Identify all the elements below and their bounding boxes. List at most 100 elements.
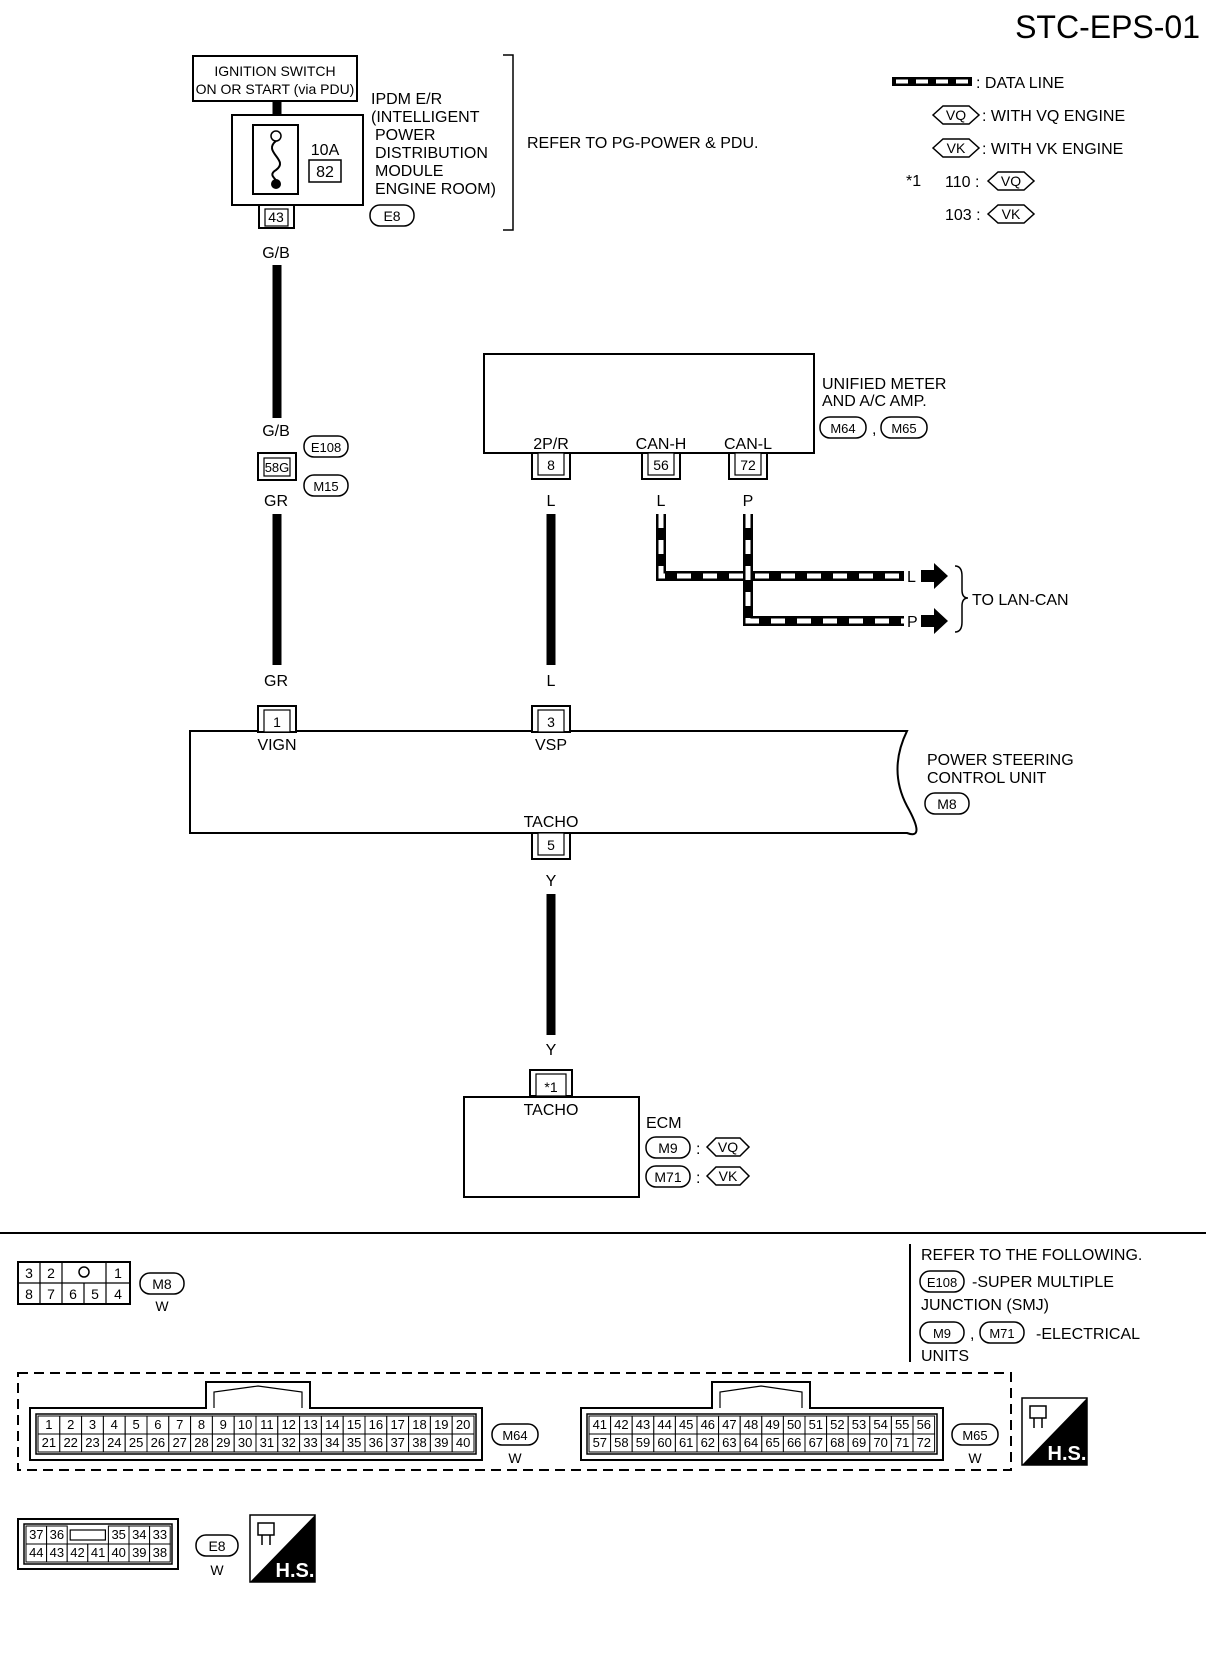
junction-badge-m15: M15 xyxy=(303,474,349,497)
connector-pin-number: 63 xyxy=(722,1435,736,1450)
connector-e8-badge: E8 xyxy=(195,1534,239,1557)
connector-pin-number: 4 xyxy=(111,1417,118,1432)
connector-pin-number: 51 xyxy=(809,1417,823,1432)
ecm-vk-hex-icon: VK xyxy=(705,1166,751,1186)
connector-m8-badge: M8 xyxy=(139,1272,185,1295)
connector-m8: 3 2 1 8 7 6 5 4 xyxy=(17,1261,131,1305)
connector-pin-number: 64 xyxy=(744,1435,758,1450)
connector-m65-color: W xyxy=(968,1450,982,1466)
svg-text:E8: E8 xyxy=(208,1538,225,1554)
connector-pin-number: 72 xyxy=(917,1435,931,1450)
connector-pin-number: 20 xyxy=(456,1417,470,1432)
wire-l-meter-bottom: L xyxy=(547,673,556,690)
junction-58g: 58G xyxy=(257,452,297,481)
pscu-vsp-label: VSP xyxy=(535,737,567,754)
connector-pin-number: 41 xyxy=(91,1545,105,1560)
ipdm-line1: IPDM E/R xyxy=(371,91,442,108)
connector-pin-number: 60 xyxy=(657,1435,671,1450)
ipdm-bracket xyxy=(503,54,514,231)
connector-pin-number: 42 xyxy=(614,1417,628,1432)
connector-pin-number: 22 xyxy=(63,1435,77,1450)
connector-pin-number: 36 xyxy=(50,1527,64,1542)
connector-m65-badge: M65 xyxy=(951,1423,999,1446)
m64-m65-dashed-frame xyxy=(17,1372,1012,1471)
connector-pin-number: 13 xyxy=(303,1417,317,1432)
connector-pin-number: 67 xyxy=(809,1435,823,1450)
legend-vq-hex-icon: VQ xyxy=(931,105,981,125)
connector-pin-number: 40 xyxy=(111,1545,125,1560)
svg-text:VK: VK xyxy=(947,140,966,156)
can-h-data-line xyxy=(656,514,904,581)
refer-badge-m9: M9 xyxy=(919,1321,965,1344)
svg-text:VQ: VQ xyxy=(946,107,966,123)
svg-text:VK: VK xyxy=(1002,206,1021,222)
connector-pin-number: 37 xyxy=(390,1435,404,1450)
wire-gr-bottom: GR xyxy=(264,673,288,690)
svg-text:6: 6 xyxy=(69,1286,77,1302)
connector-pin-number: 25 xyxy=(129,1435,143,1450)
legend-star1-vk-value: 103 : xyxy=(945,207,981,224)
pscu-line1: POWER STEERING xyxy=(927,752,1074,769)
pscu-box xyxy=(189,730,918,836)
ecm-terminal: *1 xyxy=(529,1069,573,1097)
svg-text:M9: M9 xyxy=(658,1140,678,1156)
connector-pin-number: 19 xyxy=(434,1417,448,1432)
connector-m8-color: W xyxy=(155,1298,169,1314)
svg-text:VK: VK xyxy=(719,1168,738,1184)
wire-can-l: L xyxy=(657,493,666,510)
connector-pin-number: 59 xyxy=(636,1435,650,1450)
legend-data-line-sample xyxy=(892,77,972,86)
connector-e8-color: W xyxy=(210,1562,224,1578)
connector-pin-number: 42 xyxy=(70,1545,84,1560)
pscu-terminal-3: 3 xyxy=(531,705,571,733)
page-code: STC-EPS-01 xyxy=(1015,9,1200,45)
connector-pin-number: 44 xyxy=(657,1417,671,1432)
junction-badge-e108: E108 xyxy=(303,435,349,458)
svg-text:1: 1 xyxy=(273,714,281,730)
connector-pin-number: 62 xyxy=(701,1435,715,1450)
legend: : DATA LINE VQ : WITH VQ ENGINE VK : WIT… xyxy=(892,75,1125,224)
connector-pin-number: 2 xyxy=(67,1417,74,1432)
ipdm-line2: (INTELLIGENT xyxy=(371,109,480,126)
svg-text:E108: E108 xyxy=(311,440,341,455)
svg-text:56: 56 xyxy=(653,457,669,473)
connector-pin-number: 43 xyxy=(50,1545,64,1560)
connector-pin-number: 50 xyxy=(787,1417,801,1432)
connector-pin-number: 41 xyxy=(593,1417,607,1432)
connector-pin-number: 58 xyxy=(614,1435,628,1450)
svg-text:E8: E8 xyxy=(383,208,400,224)
hs-badge-icon: H.S. xyxy=(1021,1397,1088,1466)
wire-can-p: P xyxy=(743,493,754,510)
connector-pin-number: 39 xyxy=(132,1545,146,1560)
connector-pin-number: 16 xyxy=(369,1417,383,1432)
connector-pin-number: 31 xyxy=(260,1435,274,1450)
svg-text:2: 2 xyxy=(47,1265,55,1281)
ipdm-line4: DISTRIBUTION xyxy=(375,145,488,162)
svg-text:M64: M64 xyxy=(502,1428,527,1443)
connector-pin-number: 18 xyxy=(412,1417,426,1432)
connector-blank-plate xyxy=(69,1529,106,1541)
wire-arrow-p: P xyxy=(907,614,918,631)
pscu-tacho-label: TACHO xyxy=(524,814,579,831)
connector-pin-number: 12 xyxy=(281,1417,295,1432)
connector-pin-number: 1 xyxy=(45,1417,52,1432)
ipdm-terminal-43: 43 xyxy=(258,204,295,229)
refer-badge-e108: E108 xyxy=(919,1270,965,1293)
connector-pin-number: 61 xyxy=(679,1435,693,1450)
connector-pin-number: 54 xyxy=(873,1417,887,1432)
connector-pin-number: 49 xyxy=(765,1417,779,1432)
connector-pin-number: 38 xyxy=(153,1545,167,1560)
svg-text:M65: M65 xyxy=(962,1428,987,1443)
ecm-badge-m71: M71 xyxy=(645,1165,691,1188)
connector-pin-number: 56 xyxy=(917,1417,931,1432)
wire-y-top: Y xyxy=(546,873,557,890)
ipdm-connector-badge: E8 xyxy=(369,204,415,227)
svg-text:*1: *1 xyxy=(544,1079,557,1095)
legend-star1-vq-hex-icon: VQ xyxy=(986,171,1036,191)
ecm-vq-hex-icon: VQ xyxy=(705,1137,751,1157)
connector-pin-number: 68 xyxy=(830,1435,844,1450)
wire-arrow-l: L xyxy=(907,569,916,586)
legend-star1-vq-value: 110 : xyxy=(945,174,979,191)
legend-data-line-label: : DATA LINE xyxy=(976,75,1064,92)
